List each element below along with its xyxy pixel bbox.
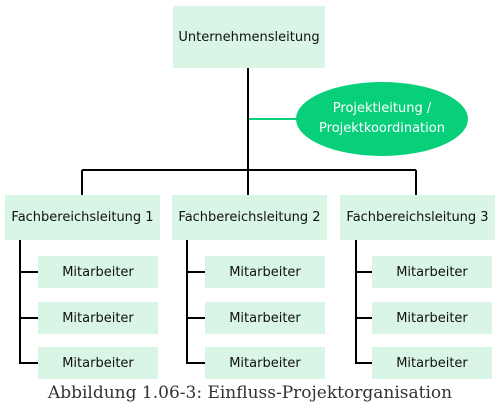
root-node: Unternehmensleitung — [173, 6, 325, 68]
employee-label: Mitarbeiter — [229, 355, 301, 371]
project-staff-label-line2: Projektkoordination — [319, 121, 445, 136]
employee-label: Mitarbeiter — [396, 310, 468, 326]
department-label: Fachbereichsleitung 1 — [11, 210, 154, 225]
root-label: Unternehmensleitung — [178, 29, 320, 45]
employee-node: Mitarbeiter — [372, 302, 492, 334]
employee-label: Mitarbeiter — [62, 355, 134, 371]
employee-node: Mitarbeiter — [205, 256, 325, 288]
figure-caption: Abbildung 1.06-3: Einfluss-Projektorgani… — [47, 383, 453, 403]
department-label: Fachbereichsleitung 2 — [178, 210, 321, 225]
employee-label: Mitarbeiter — [62, 264, 134, 280]
employee-label: Mitarbeiter — [229, 264, 301, 280]
department-node-1: Fachbereichsleitung 1 — [5, 195, 160, 240]
employee-node: Mitarbeiter — [372, 256, 492, 288]
project-staff-label-line1: Projektleitung / — [332, 101, 432, 116]
employee-label: Mitarbeiter — [396, 355, 468, 371]
employee-label: Mitarbeiter — [396, 264, 468, 280]
employee-node: Mitarbeiter — [205, 347, 325, 379]
project-staff-node: Projektleitung / Projektkoordination — [296, 82, 468, 156]
employee-label: Mitarbeiter — [229, 310, 301, 326]
employee-label: Mitarbeiter — [62, 310, 134, 326]
employee-node: Mitarbeiter — [38, 256, 158, 288]
employee-node: Mitarbeiter — [372, 347, 492, 379]
employee-node: Mitarbeiter — [205, 302, 325, 334]
department-node-3: Fachbereichsleitung 3 — [340, 195, 495, 240]
department-label: Fachbereichsleitung 3 — [346, 210, 489, 225]
department-node-2: Fachbereichsleitung 2 — [172, 195, 327, 240]
employee-node: Mitarbeiter — [38, 347, 158, 379]
employee-node: Mitarbeiter — [38, 302, 158, 334]
